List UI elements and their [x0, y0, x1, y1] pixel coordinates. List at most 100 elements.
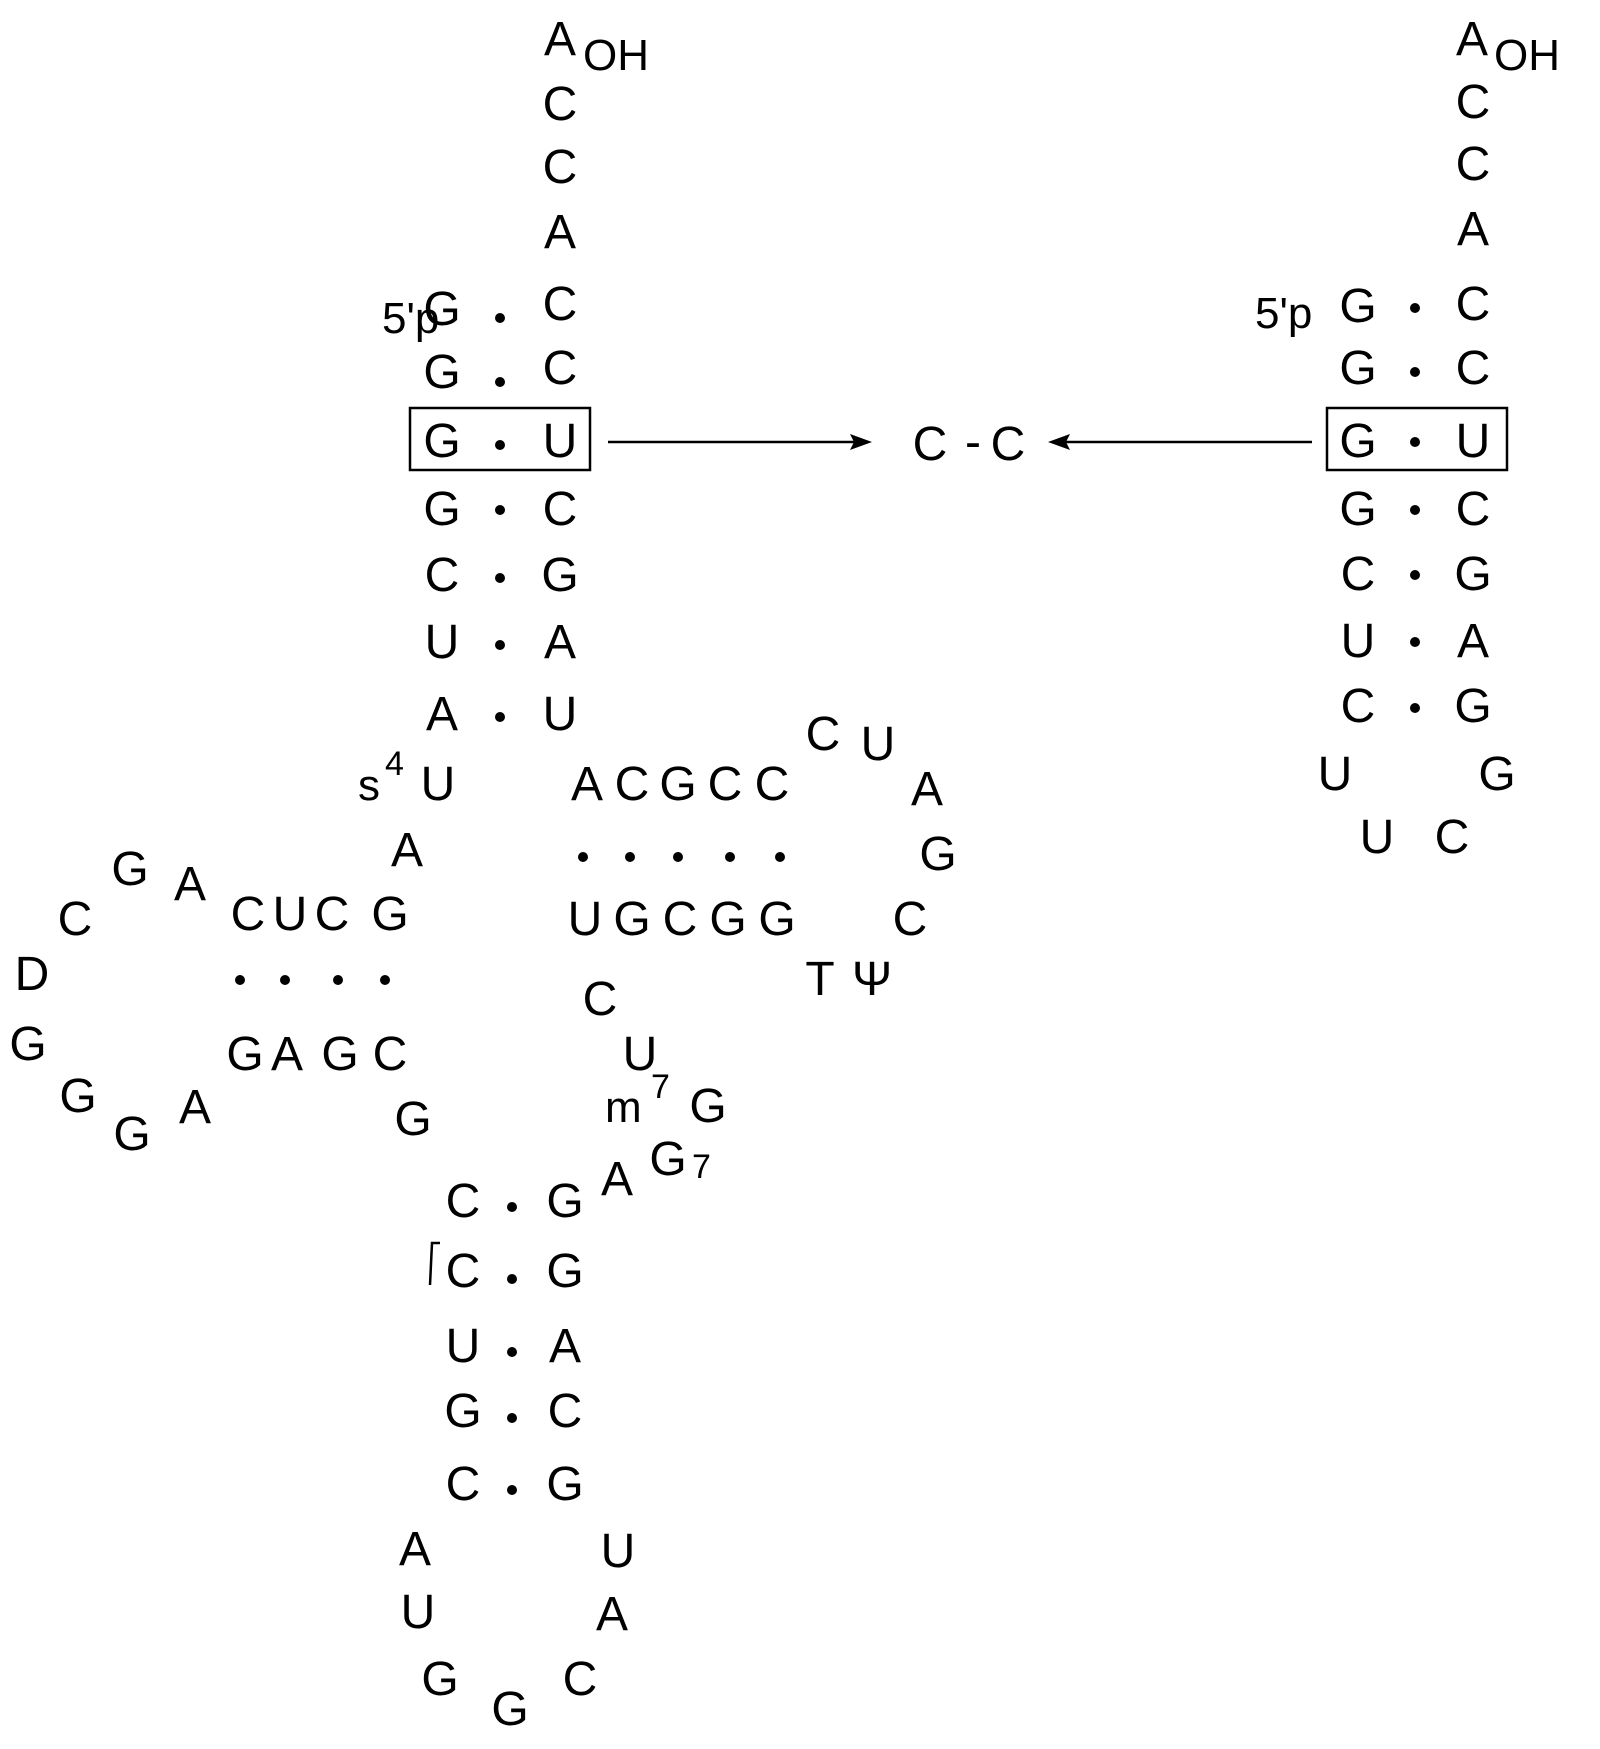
d-stem-bottom: G	[321, 1028, 358, 1081]
left-trna: A OH C C A 5'p G C G C G U G C C G U	[9, 13, 956, 1736]
t-stem-top: C	[755, 758, 790, 811]
variable-loop: C U m 7 G G 7 A	[583, 973, 727, 1206]
pair-dot	[495, 505, 505, 515]
t-loop-base: C	[806, 708, 841, 761]
pair-dot	[280, 975, 290, 985]
pair-dot	[495, 440, 505, 450]
pair-dot	[495, 313, 505, 323]
acceptor-a: A	[1456, 13, 1488, 66]
stem-right: G	[541, 549, 578, 602]
stem-right: U	[1456, 415, 1491, 468]
t-stem-bottom: G	[613, 893, 650, 946]
t-loop-base: G	[919, 828, 956, 881]
d-loop-base: G	[9, 1018, 46, 1071]
five-prime-label: 5'p	[1255, 289, 1312, 338]
stem-left: G	[1339, 280, 1376, 333]
anticodon-loop-base: C	[563, 1653, 598, 1706]
stem-right: G	[546, 1245, 583, 1298]
t-loop-base: C	[893, 893, 928, 946]
stem-left: C	[1341, 548, 1376, 601]
variable-base: U	[623, 1028, 658, 1081]
d-loop-base: G	[113, 1108, 150, 1161]
anticodon-loop-base: U	[401, 1586, 436, 1639]
pair-dot	[495, 712, 505, 722]
anticodon-stem: C G C G U A G C C G	[428, 1175, 584, 1511]
anticodon-loop-base: G	[491, 1683, 528, 1736]
t-stem-bottom: C	[663, 893, 698, 946]
left-arrow-head	[850, 434, 872, 450]
pair-dot	[380, 975, 390, 985]
acceptor-oh: OH	[583, 31, 649, 80]
d-stem-top: U	[273, 888, 308, 941]
stem-left: C	[446, 1245, 481, 1298]
d-loop-base: D	[15, 948, 50, 1001]
m7g-base: G	[689, 1080, 726, 1133]
d-stem-top: G	[371, 888, 408, 941]
pair-dot	[1410, 570, 1420, 580]
stem-left: G	[1339, 483, 1376, 536]
t-stem-top: C	[708, 758, 743, 811]
d-stem-bottom: G	[226, 1028, 263, 1081]
pair-dot	[507, 1202, 517, 1212]
m7g-sup: 7	[651, 1068, 670, 1106]
stem-left: C	[425, 549, 460, 602]
variable-a: A	[601, 1153, 633, 1206]
t-stem-bottom: G	[709, 893, 746, 946]
pair-dot	[507, 1413, 517, 1423]
g7-base: G	[649, 1133, 686, 1186]
s4u-sup: 4	[385, 745, 404, 783]
stem-right: C	[543, 483, 578, 536]
d-arm: C U C G G A G C A G C D G G G A	[9, 843, 408, 1161]
variable-base: C	[583, 973, 618, 1026]
stem-left: G	[444, 1385, 481, 1438]
pair-dot	[235, 975, 245, 985]
d-loop-base: C	[58, 893, 93, 946]
acceptor-tail-2: C	[543, 141, 578, 194]
d-stem-bottom: A	[271, 1028, 303, 1081]
stem-right: U	[543, 415, 578, 468]
t-loop-base: A	[911, 763, 943, 816]
m7g-prefix: m	[605, 1083, 642, 1132]
right-loop: U U C G	[1318, 748, 1516, 864]
stem-right: A	[549, 1320, 581, 1373]
center-dash: -	[965, 416, 981, 469]
loop-base: C	[1435, 811, 1470, 864]
stem-left: U	[425, 616, 460, 669]
highlight-box	[408, 406, 592, 472]
stem-left: U	[446, 1320, 481, 1373]
stem-right: G	[546, 1458, 583, 1511]
t-label: T	[805, 953, 834, 1006]
bracket-mark	[428, 1241, 440, 1286]
d-loop-base: A	[174, 858, 206, 911]
junction-g: G	[394, 1093, 431, 1146]
stem-right: C	[1456, 342, 1491, 395]
acceptor-tail-1: C	[543, 78, 578, 131]
acceptor-a: A	[544, 13, 576, 66]
pair-dot	[625, 852, 635, 862]
d-loop-base: G	[111, 843, 148, 896]
pair-dot	[775, 852, 785, 862]
right-trna: A OH C C A 5'p G C G C G U G C C G U A C	[1255, 13, 1560, 864]
stem-left: C	[446, 1458, 481, 1511]
pair-dot	[673, 852, 683, 862]
stem-left: C	[1341, 680, 1376, 733]
center-comparison: C - C	[608, 416, 1312, 471]
connector-a: A	[391, 824, 423, 877]
stem-right: C	[548, 1385, 583, 1438]
pair-dot	[1410, 437, 1420, 447]
pair-dot	[1410, 637, 1420, 647]
pair-dot	[495, 640, 505, 650]
stem-right: C	[543, 278, 578, 331]
anticodon-loop-base: G	[421, 1653, 458, 1706]
anticodon-loop-base: U	[601, 1525, 636, 1578]
stem-left: G	[423, 283, 460, 336]
t-stem-bottom: G	[758, 893, 795, 946]
stem-right: A	[1457, 615, 1489, 668]
center-c-right: C	[991, 418, 1026, 471]
acceptor-tail-2: C	[1456, 138, 1491, 191]
pair-dot	[1410, 505, 1420, 515]
stem-right: G	[1454, 680, 1491, 733]
s4u-prefix: s	[358, 761, 380, 810]
acceptor-oh: OH	[1494, 31, 1560, 80]
stem-left: A	[426, 688, 458, 741]
